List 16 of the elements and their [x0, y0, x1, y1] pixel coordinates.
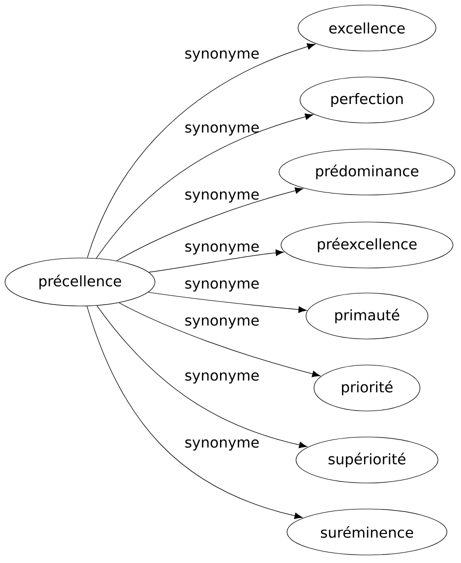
arrow — [116, 187, 304, 262]
edge-label: synonyme — [185, 124, 259, 136]
arrow — [96, 305, 308, 448]
edge-label: synonyme — [185, 243, 259, 255]
edge-label: synonyme — [185, 439, 259, 451]
arrow — [86, 306, 303, 520]
arrow — [118, 302, 320, 378]
arrow — [148, 292, 307, 313]
arrow — [148, 250, 284, 273]
edge-label: synonyme — [185, 191, 259, 203]
edge-label: synonyme — [185, 280, 259, 292]
edge-label: synonyme — [185, 372, 259, 384]
arrow — [96, 114, 314, 259]
edge-label: synonyme — [185, 50, 259, 62]
edge-label: synonyme — [185, 317, 259, 329]
arrow — [87, 43, 316, 258]
